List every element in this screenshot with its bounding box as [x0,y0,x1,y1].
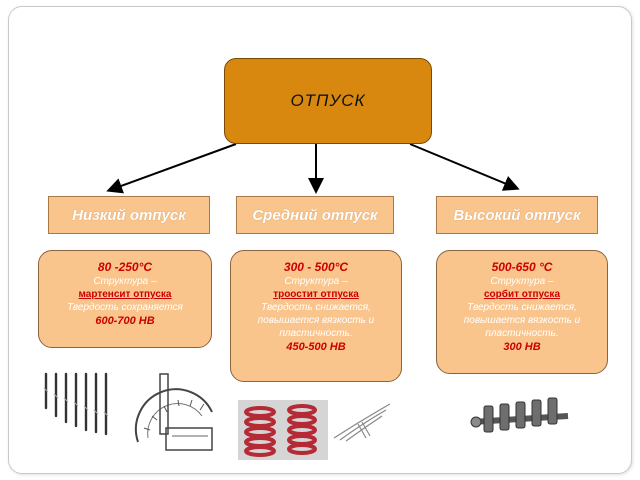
high-structure-label: Структура – [490,276,554,287]
drill-bits-image [43,372,109,436]
low-temperature: 80 -250°C [97,260,153,274]
diagram-title-text: ОТПУСК [290,91,366,110]
medium-hardness: 450-500 НВ [286,341,346,353]
high-description: Твердость снижается, повышается вязкость… [463,302,581,339]
medium-description: Твердость снижается, повышается вязкость… [257,302,375,339]
high-tempering-card: 500-650 °C Структура – сорбит отпуска Тв… [436,250,608,374]
leaf-spring-image [333,403,391,442]
crankshaft-image [470,397,569,433]
medium-temperature: 300 - 500°C [283,260,349,274]
diagram-title: ОТПУСК [224,58,432,144]
low-hardness: 600-700 НВ [95,315,155,327]
low-structure: мартенсит отпуска [78,289,172,300]
medium-structure: троостит отпуска [273,289,359,300]
high-tempering-header: Высокий отпуск [436,196,598,234]
coil-springs-image [238,400,328,460]
low-tempering-label: Низкий отпуск [72,206,186,224]
high-hardness: 300 НВ [503,341,541,353]
high-structure: сорбит отпуска [483,289,560,300]
medium-tempering-label: Средний отпуск [252,206,378,224]
medium-structure-label: Структура – [284,276,348,287]
medium-tempering-header: Средний отпуск [236,196,394,234]
low-structure-label: Структура – [93,276,157,287]
low-tempering-card: 80 -250°C Структура – мартенсит отпуска … [38,250,212,348]
medium-tempering-card: 300 - 500°C Структура – троостит отпуска… [230,250,402,382]
low-tempering-header: Низкий отпуск [48,196,210,234]
measuring-tool-image [134,373,213,451]
low-description: Твердость сохраняется [67,302,183,313]
high-temperature: 500-650 °C [491,260,553,274]
high-tempering-label: Высокий отпуск [453,206,581,224]
